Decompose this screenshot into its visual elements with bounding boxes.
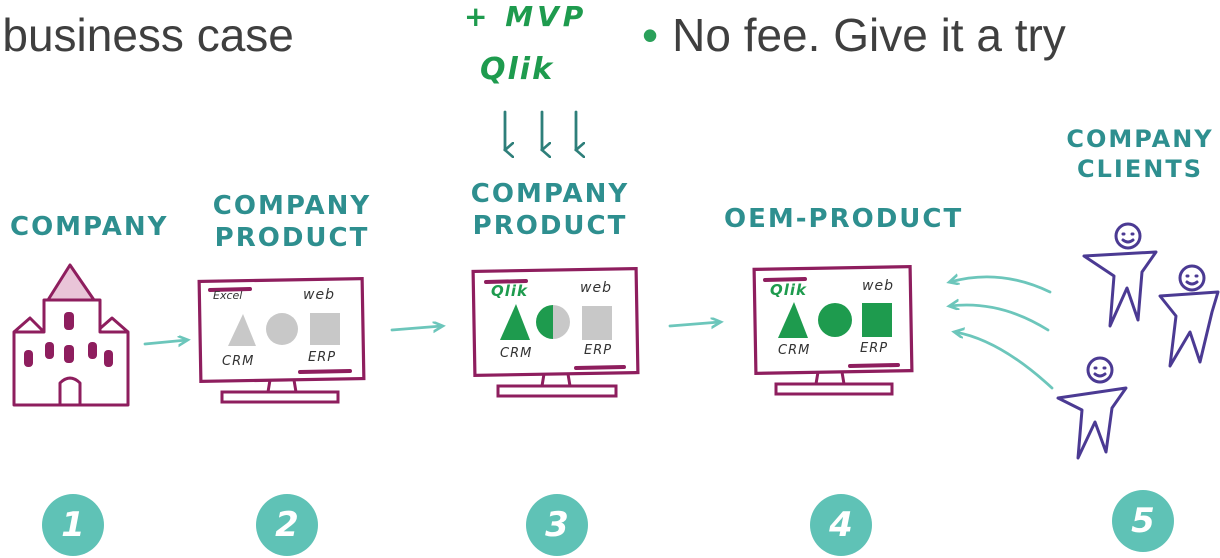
m2-label-excel: Excel <box>213 289 243 302</box>
arrow-2-3 <box>390 326 442 330</box>
monitor-stage3 <box>471 266 640 398</box>
step-number-5: 5 <box>1112 490 1174 552</box>
monitor-stage2 <box>197 276 366 404</box>
stage5-title-line2: CLIENTS <box>1077 155 1203 183</box>
arrow-clients-1 <box>950 277 1052 294</box>
m3-label-web: web <box>580 280 612 296</box>
m4-label-web: web <box>862 278 894 294</box>
stage2-title-line1: COMPANY <box>212 191 372 221</box>
client-figure-2-icon <box>1158 264 1220 368</box>
stage3-title-line1: COMPANY <box>470 179 630 209</box>
m4-label-crm: CRM <box>778 343 811 358</box>
arrow-1-2 <box>143 340 187 344</box>
step-number-3: 3 <box>526 494 588 556</box>
m4-label-erp: ERP <box>860 341 889 356</box>
monitor-stage4 <box>752 265 914 396</box>
m3-label-crm: CRM <box>500 346 533 361</box>
bullet-dot-icon: • <box>642 9 659 61</box>
stage5-title: COMPANY CLIENTS <box>1060 124 1220 184</box>
client-figure-1-icon <box>1082 222 1158 328</box>
arrow-clients-2 <box>950 305 1050 332</box>
step-number-4: 4 <box>810 494 872 556</box>
m3-label-erp: ERP <box>584 343 613 358</box>
stage5-title-line1: COMPANY <box>1066 125 1214 153</box>
step-number-1: 1 <box>42 494 104 556</box>
m2-label-crm: CRM <box>222 354 255 369</box>
arrow-3-4 <box>668 322 720 326</box>
header-bullet-right: •No fee. Give it a try <box>642 8 1066 62</box>
company-building-icon <box>12 263 130 407</box>
m2-label-erp: ERP <box>308 350 337 365</box>
stage3-title-line2: PRODUCT <box>472 211 628 241</box>
m4-label-qlik: Qlik <box>770 281 808 299</box>
arrow-clients-3 <box>955 332 1054 390</box>
stage4-title: OEM-PRODUCT <box>724 204 964 234</box>
m3-label-qlik: Qlik <box>491 282 529 300</box>
header-text-left: n business case <box>0 9 294 61</box>
stage3-title: COMPANY PRODUCT <box>470 178 630 242</box>
step-number-2: 2 <box>256 494 318 556</box>
stage2-title: COMPANY PRODUCT <box>212 190 372 254</box>
stage1-title: COMPANY <box>10 212 169 242</box>
mvp-label: + MVP <box>464 0 588 33</box>
down-arrows-icon <box>505 110 576 150</box>
header-text-right: No fee. Give it a try <box>672 9 1066 61</box>
stage2-title-line2: PRODUCT <box>214 223 370 253</box>
m2-label-web: web <box>303 287 335 303</box>
client-figure-3-icon <box>1056 356 1128 460</box>
qlik-top-label: Qlik <box>480 52 555 87</box>
